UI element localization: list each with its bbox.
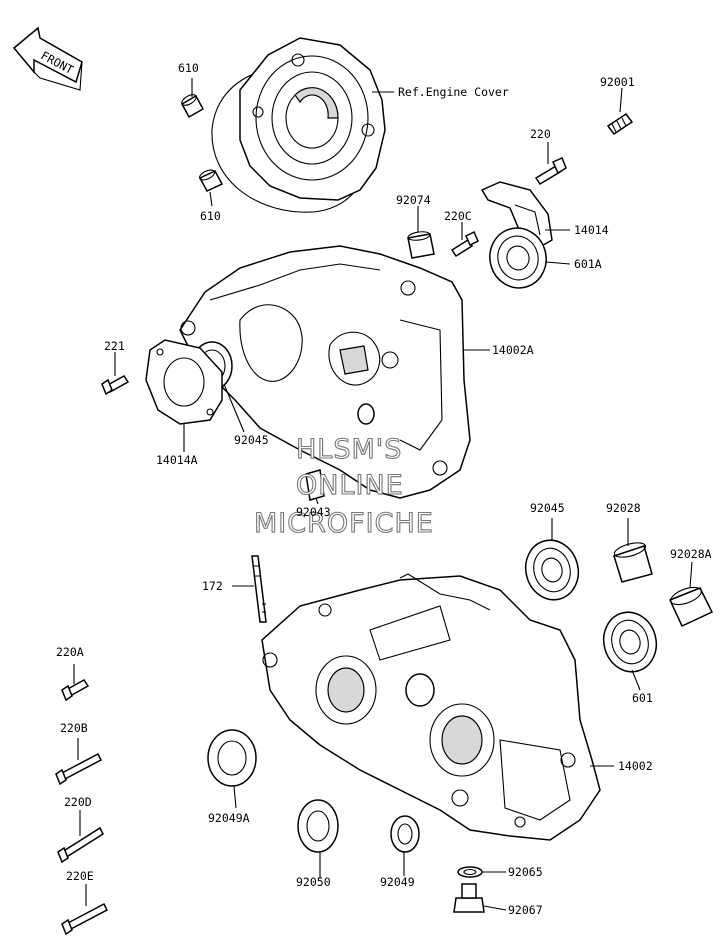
label-92049: 92049: [380, 875, 415, 889]
bolt-220D: [57, 826, 104, 864]
crankcase-half-14002A: [179, 245, 471, 499]
label-14002A: 14002A: [492, 343, 534, 357]
label-601: 601: [632, 691, 653, 705]
label-220: 220: [530, 127, 551, 141]
label-92049A: 92049A: [208, 811, 250, 825]
watermark-line-3: MICROFICHE: [254, 508, 434, 539]
front-arrow-badge: FRONT: [12, 26, 83, 91]
label-220E: 220E: [66, 869, 94, 883]
bolt-220: [534, 156, 567, 186]
collar-92028A: [668, 586, 714, 627]
label-220B: 220B: [60, 721, 88, 735]
label-92045-top: 92045: [234, 433, 269, 447]
dowel-92043: [305, 469, 325, 501]
bearing-92045-right: [524, 539, 580, 601]
dowel-pin-610-bottom: [198, 169, 224, 192]
engine-cover: [239, 37, 386, 201]
screw-92001: [606, 112, 634, 136]
label-220A: 220A: [56, 645, 84, 659]
label-92065: 92065: [508, 865, 543, 879]
drain-plug-92067: [453, 883, 485, 913]
plate-14014A: [145, 339, 223, 425]
label-601A: 601A: [574, 257, 602, 271]
watermark-line-1: HLSM'S: [296, 434, 402, 465]
label-92067: 92067: [508, 903, 543, 917]
label-14002: 14002: [618, 759, 653, 773]
watermark-line-2: ONLINE: [296, 470, 404, 501]
label-172: 172: [202, 579, 223, 593]
cap-92074: [407, 231, 435, 259]
bolt-221: [101, 375, 130, 396]
oil-seal-92050: [297, 799, 339, 853]
label-610-top: 610: [178, 61, 199, 75]
label-610-bottom: 610: [200, 209, 221, 223]
label-92028A: 92028A: [670, 547, 712, 561]
bolt-220B: [55, 752, 102, 786]
watermark: HLSM'S ONLINE MICROFICHE: [253, 433, 434, 539]
label-ref-engine-cover: Ref.Engine Cover: [398, 85, 509, 99]
label-92001: 92001: [600, 75, 635, 89]
label-92028: 92028: [606, 501, 641, 515]
part-labels: 610 610 Ref.Engine Cover 92001 220 92074…: [56, 61, 712, 917]
bolt-220E: [61, 902, 108, 936]
bolt-220C: [450, 230, 479, 258]
label-220D: 220D: [64, 795, 92, 809]
crankcase-half-14002: [261, 573, 601, 841]
bearing-601: [602, 611, 658, 673]
label-92074: 92074: [396, 193, 431, 207]
dowel-pin-610-top: [180, 94, 205, 119]
bolt-220A: [61, 679, 90, 702]
stud-172: [251, 555, 267, 623]
label-92050: 92050: [296, 875, 331, 889]
washer-92065: [457, 866, 483, 878]
label-92043: 92043: [296, 505, 331, 519]
label-221: 221: [104, 339, 125, 353]
cap-92028: [613, 542, 653, 583]
oil-seal-92049: [390, 815, 420, 853]
plate-14014: [480, 181, 553, 249]
bearing-601A: [489, 227, 547, 289]
label-220C: 220C: [444, 209, 472, 223]
oil-seal-92049A: [207, 729, 257, 787]
label-14014A: 14014A: [156, 453, 198, 467]
label-14014: 14014: [574, 223, 609, 237]
label-92045-right: 92045: [530, 501, 565, 515]
leader-lines: [73, 78, 693, 911]
